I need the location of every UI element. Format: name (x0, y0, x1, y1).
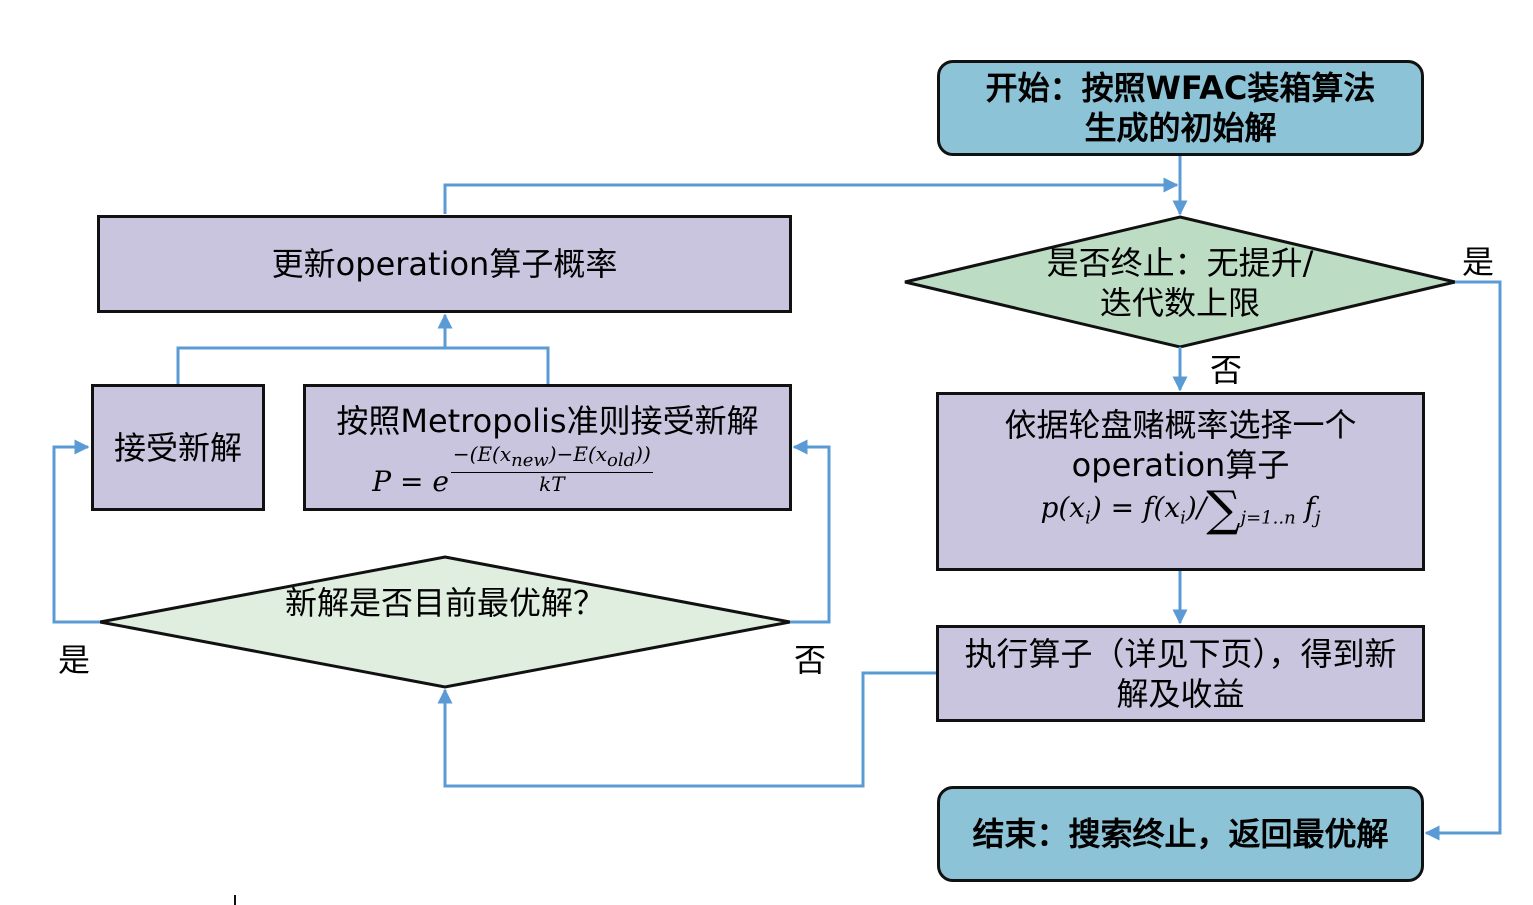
select-operator-formula: p(xi) = f(xi)/∑j=1..n fj (1040, 481, 1321, 537)
metropolis-node: 按照Metropolis准则接受新解 P = e−(E(xnew)−E(xold… (303, 384, 792, 511)
accept-solution-node: 接受新解 (91, 384, 265, 511)
best-decision-shape (99, 555, 791, 689)
end-node: 结束：搜索终止，返回最优解 (937, 786, 1424, 882)
metropolis-formula: P = e−(E(xnew)−E(xold))kT (372, 442, 653, 498)
best-yes-label: 是 (58, 641, 91, 679)
start-node: 开始：按照WFAC装箱算法生成的初始解 (937, 60, 1424, 156)
best-decision-text: 新解是否目前最优解？ (285, 584, 606, 622)
start-node-text: 开始：按照WFAC装箱算法生成的初始解 (985, 69, 1376, 147)
edge-update-to-terminate (443, 177, 1179, 214)
terminate-yes-label: 是 (1462, 243, 1495, 281)
edge-execute-to-best (437, 671, 936, 788)
select-operator-text: 依据轮盘赌概率选择一个operation算子 (1004, 406, 1357, 484)
terminate-no-label: 否 (1210, 351, 1243, 389)
edge-best-yes-to-accept (52, 439, 100, 624)
select-operator-node: 依据轮盘赌概率选择一个operation算子 p(xi) = f(xi)/∑j=… (936, 392, 1425, 571)
accept-solution-text: 接受新解 (113, 428, 242, 467)
edge-accept-to-update (176, 346, 445, 384)
metropolis-text: 按照Metropolis准则接受新解 (336, 402, 759, 440)
edge-terminate-yes-to-end (1424, 280, 1502, 841)
update-probability-text: 更新operation算子概率 (271, 245, 618, 283)
end-node-text: 结束：搜索终止，返回最优解 (972, 815, 1389, 853)
terminate-decision-text: 是否终止：无提升/迭代数上限 (1046, 244, 1314, 322)
execute-operator-text: 执行算子（详见下页），得到新解及收益 (964, 634, 1397, 713)
update-probability-node: 更新operation算子概率 (97, 215, 792, 313)
best-no-label: 否 (794, 641, 827, 679)
edge-metropolis-to-update (445, 346, 550, 384)
edge-best-no-to-metropolis (790, 439, 831, 624)
execute-operator-node: 执行算子（详见下页），得到新解及收益 (936, 625, 1425, 722)
